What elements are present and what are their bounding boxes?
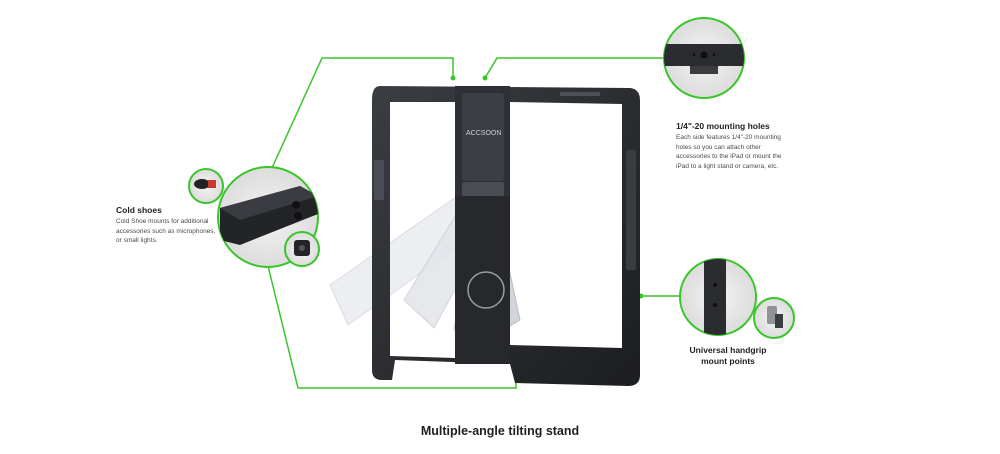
microphone-accessory-zoom [188,168,224,204]
handgrip-title: Universal handgrip mount points [689,345,767,366]
ipad-cage-frame [372,86,640,386]
cold-shoes-title: Cold shoes [116,205,162,215]
mounting-hole-zoom [663,17,745,99]
mounting-holes-description: Each side features 1/4"-20 mounting hole… [676,134,782,170]
handgrip-accessory-zoom [753,297,795,339]
mounting-holes-title: 1/4"-20 mounting holes [676,121,770,131]
handgrip-zoom [679,258,757,336]
cold-shoe-mount-zoom [284,231,320,267]
brand-label: ACCSOON [466,130,501,137]
feature-caption: Multiple-angle tilting stand [420,424,580,438]
cold-shoes-description: Cold Shoe mounts for additional accessor… [116,218,216,244]
